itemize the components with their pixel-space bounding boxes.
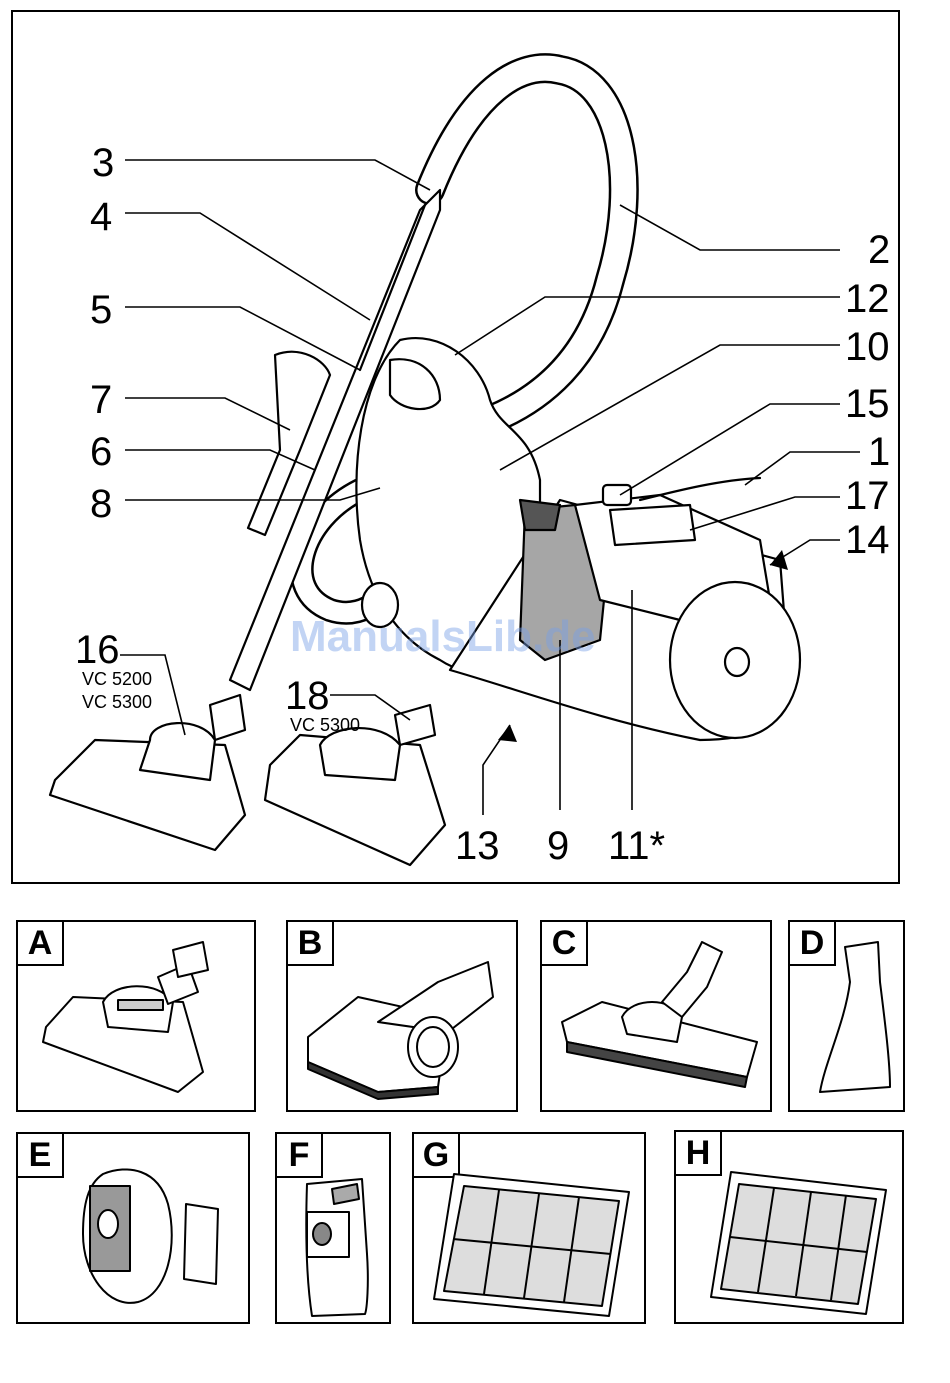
panel-a: A xyxy=(16,920,256,1112)
model-label-18: VC 5300 xyxy=(290,716,360,736)
turbo-nozzle-icon xyxy=(18,922,254,1110)
leader-4 xyxy=(125,213,370,320)
callout-15: 15 xyxy=(845,384,890,424)
panel-e: E xyxy=(16,1132,250,1324)
model-label-16-b: VC 5300 xyxy=(82,693,152,713)
callout-14: 14 xyxy=(845,520,890,560)
exhaust-filter-h-icon xyxy=(676,1132,902,1322)
callout-18: 18 xyxy=(285,676,330,716)
callout-2: 2 xyxy=(868,230,890,270)
callout-17: 17 xyxy=(845,476,890,516)
leader-3 xyxy=(125,160,430,190)
panel-d: D xyxy=(788,920,905,1112)
panel-b: B xyxy=(286,920,518,1112)
filter-bag-icon xyxy=(18,1134,248,1322)
callout-11: 11* xyxy=(608,826,665,866)
paper-bag-icon xyxy=(277,1134,389,1322)
callout-9: 9 xyxy=(547,826,569,866)
parquet-brush-icon xyxy=(542,922,770,1110)
callout-12: 12 xyxy=(845,279,890,319)
leader-7 xyxy=(125,398,290,430)
callout-5: 5 xyxy=(90,290,112,330)
panel-c: C xyxy=(540,920,772,1112)
callout-10: 10 xyxy=(845,327,890,367)
panel-h: H xyxy=(674,1130,904,1324)
turbo-brush-icon xyxy=(288,922,516,1110)
callout-8: 8 xyxy=(90,484,112,524)
vacuum-illustration xyxy=(0,0,950,900)
exhaust-filter-g-icon xyxy=(414,1134,644,1322)
leader-1 xyxy=(745,452,860,485)
callout-3: 3 xyxy=(92,143,114,183)
callout-4: 4 xyxy=(90,197,112,237)
leader-2 xyxy=(620,205,840,250)
callout-7: 7 xyxy=(90,380,112,420)
panel-f: F xyxy=(275,1132,391,1324)
wheel xyxy=(670,582,800,738)
callout-16: 16 xyxy=(75,630,120,670)
leader-5 xyxy=(125,307,360,370)
leader-12 xyxy=(455,297,840,355)
callout-6: 6 xyxy=(90,432,112,472)
callout-1: 1 xyxy=(868,432,890,472)
callout-13: 13 xyxy=(455,826,500,866)
watermark: ManualsLib.de xyxy=(290,612,596,662)
crevice-nozzle-icon xyxy=(790,922,903,1110)
panel-g: G xyxy=(412,1132,646,1324)
model-label-16-a: VC 5200 xyxy=(82,670,152,690)
